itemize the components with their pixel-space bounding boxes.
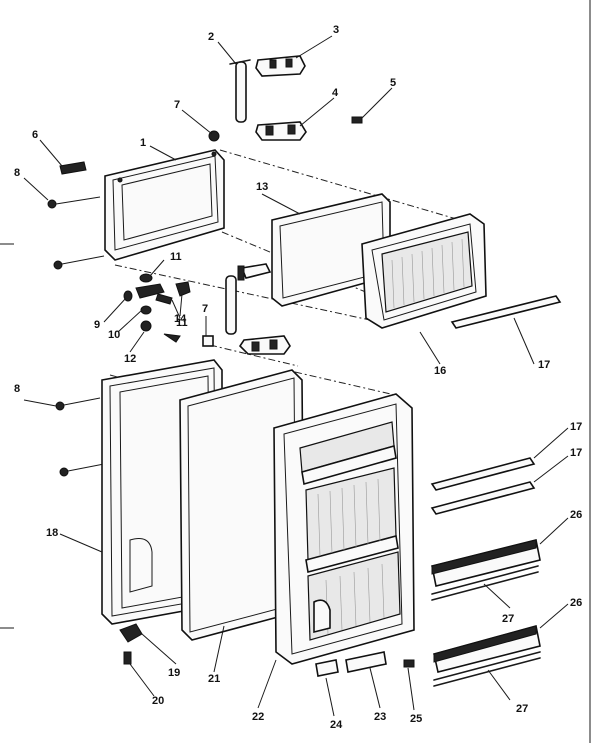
- callout-13: 11: [176, 317, 188, 329]
- door-shelf-lower: [433, 625, 541, 673]
- freezer-shelf-bar: [450, 295, 562, 329]
- freezer-door-liner: [361, 213, 487, 329]
- callout-5: 7: [174, 99, 180, 111]
- callout-4: 5: [390, 77, 396, 89]
- callout-16: 7: [202, 303, 208, 315]
- callout-9: 13: [256, 181, 268, 193]
- callout-2: 3: [333, 24, 339, 36]
- leader-lines: [23, 35, 569, 717]
- callout-1: 2: [208, 31, 214, 43]
- callout-31: 24: [330, 719, 343, 731]
- hinge-pin-center: [225, 275, 237, 335]
- callout-11: 9: [94, 319, 100, 331]
- shelf-retainer-bars-lower: [433, 651, 541, 687]
- hinge-pin-top: [229, 59, 251, 123]
- callout-27: 19: [168, 667, 180, 679]
- callout-15: 14: [174, 313, 187, 325]
- callout-19: 8: [14, 383, 20, 395]
- callout-23: 26: [570, 509, 582, 521]
- callout-14: 12: [124, 353, 136, 365]
- callout-29: 21: [208, 673, 220, 685]
- door-shelf-upper: [431, 539, 541, 587]
- door-shelf-bar-lower: [430, 481, 536, 515]
- lower-hinge: [238, 335, 291, 355]
- bottom-hinge: [119, 623, 143, 643]
- callout-32: 23: [374, 711, 386, 723]
- callout-7: 1: [140, 137, 146, 149]
- callout-12: 10: [108, 329, 120, 341]
- callout-18: 17: [538, 359, 550, 371]
- callout-30: 22: [252, 711, 264, 723]
- callout-10: 11: [170, 251, 182, 263]
- callout-labels: 2 3 4 5 7 6 1 8 13 11 9 10 11 12 14 7 16…: [14, 24, 582, 731]
- callout-8: 8: [14, 167, 20, 179]
- center-hinge: [255, 121, 307, 141]
- fresh-door-screw-upper: [55, 397, 101, 411]
- fresh-door-liner: [273, 393, 415, 665]
- bottom-screw: [403, 659, 415, 668]
- door-shelf-bar-upper: [430, 457, 536, 491]
- hinge-screw: [351, 116, 363, 124]
- callout-33: 25: [410, 713, 422, 725]
- handle-hardware: [123, 273, 214, 347]
- shelf-retainer-bars-upper: [431, 565, 539, 601]
- door-stop: [315, 659, 339, 677]
- callout-25: 26: [570, 597, 582, 609]
- callout-21: 17: [570, 447, 582, 459]
- callout-24: 27: [502, 613, 514, 625]
- hinge-bracket: [237, 263, 272, 281]
- door-screw-lower: [53, 255, 105, 270]
- top-hinge: [255, 55, 306, 77]
- callout-3: 4: [332, 87, 339, 99]
- fresh-door-screw-lower: [59, 463, 105, 477]
- door-closer: [345, 651, 387, 673]
- bottom-hinge-screw: [123, 651, 132, 665]
- nameplate: [59, 161, 87, 175]
- callout-20: 17: [570, 421, 582, 433]
- callout-6: 6: [32, 129, 38, 141]
- callout-28: 20: [152, 695, 164, 707]
- callout-26: 27: [516, 703, 528, 715]
- callout-17: 16: [434, 365, 446, 377]
- freezer-door: [104, 149, 225, 261]
- callout-22: 18: [46, 527, 58, 539]
- door-screw-upper: [47, 196, 101, 209]
